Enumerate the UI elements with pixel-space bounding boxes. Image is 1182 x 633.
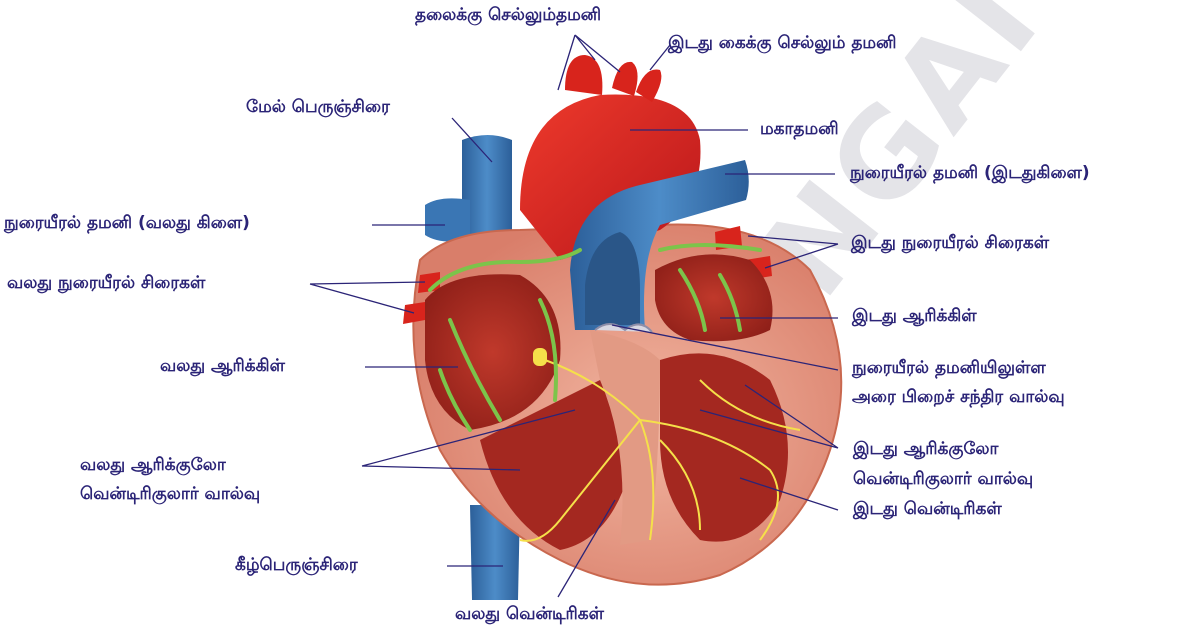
label-superior-vena-cava: மேல் பெருஞ்சிரை — [246, 94, 390, 121]
label-right-av-valve-line2: வென்டிரிகுலார் வால்வு — [80, 481, 260, 508]
label-aorta: மகாதமனி — [760, 116, 839, 143]
leader-left-ventricle — [740, 478, 838, 510]
label-right-pulmonary-veins: வலது நுரையீரல் சிரைகள் — [7, 270, 205, 297]
label-left-av-valve-line2: வென்டிரிகுலார் வால்வு — [853, 466, 1033, 493]
label-right-atrium: வலது ஆரிக்கிள் — [160, 353, 285, 380]
label-left-pulmonary-veins: இடது நுரையீரல் சிரைகள் — [851, 230, 1049, 257]
label-left-arm-artery: இடது கைக்கு செல்லும் தமனி — [668, 30, 896, 57]
label-left-av-valve-line1: இடது ஆரிக்குலோ — [853, 436, 998, 463]
leader-right-ventricle — [558, 500, 615, 597]
label-pulmonary-artery-left: நுரையீரல் தமனி (இடதுகிளை) — [850, 160, 1090, 187]
label-pulmonary-valve-line1: நுரையீரல் தமனியிலுள்ள — [852, 355, 1046, 382]
leader-right-av-valve — [362, 410, 575, 470]
label-inferior-vena-cava: கீழ்பெருஞ்சிரை — [235, 552, 358, 579]
label-pulmonary-valve-line2: அரை பிறைச் சந்திர வால்வு — [852, 384, 1065, 411]
label-head-artery: தலைக்கு செல்லும்தமனி — [415, 2, 601, 29]
leader-pulmonary-valve — [612, 325, 838, 370]
leader-right-pulmonary-veins — [310, 282, 425, 313]
label-left-atrium: இடது ஆரிக்கிள் — [852, 303, 977, 330]
leader-head-artery — [558, 35, 620, 90]
label-pulmonary-artery-right: நுரையீரல் தமனி (வலது கிளை) — [4, 210, 250, 237]
leader-left-av-valve — [700, 385, 838, 448]
leader-left-pulmonary-veins — [748, 236, 838, 268]
label-left-ventricle: இடது வென்டிரிகள் — [853, 496, 1002, 523]
label-right-av-valve-line1: வலது ஆரிக்குலோ — [80, 452, 226, 479]
leader-left-arm-artery — [650, 45, 670, 70]
leader-superior-vena-cava — [452, 118, 492, 162]
label-right-ventricle: வலது வென்டிரிகள் — [455, 601, 604, 628]
